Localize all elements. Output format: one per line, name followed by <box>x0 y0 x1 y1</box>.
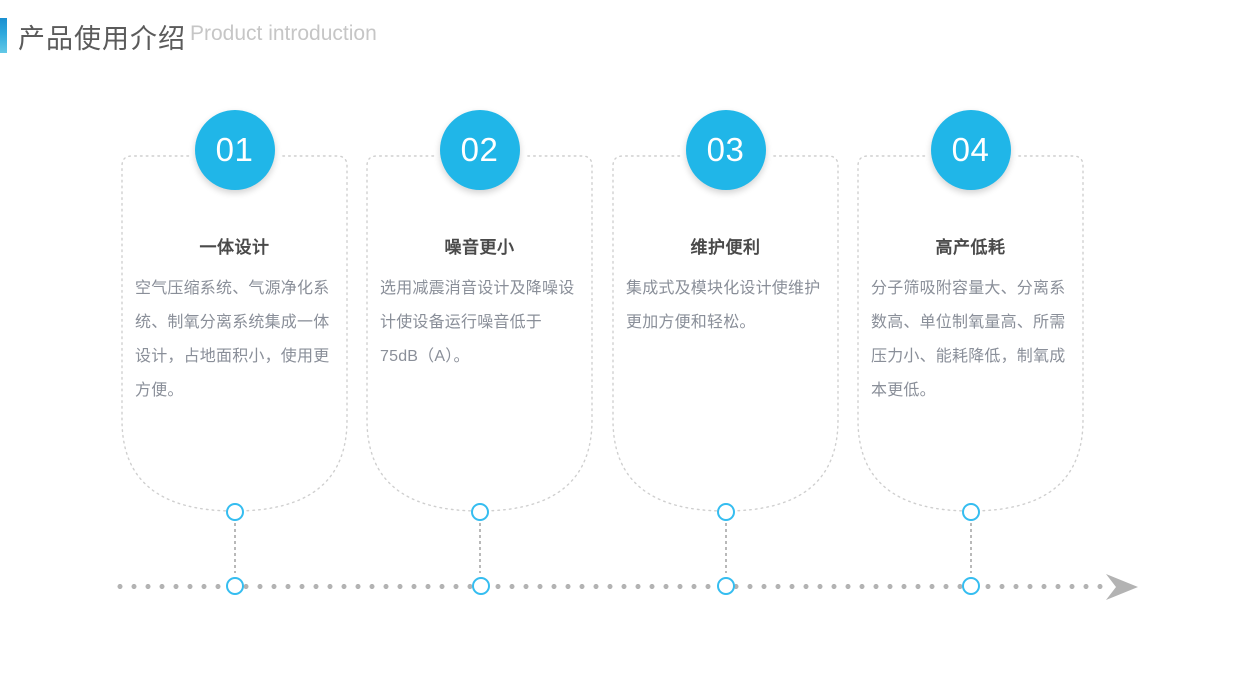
card-title: 噪音更小 <box>444 238 515 257</box>
card-number-badge[interactable]: 03 <box>685 110 766 190</box>
timeline-dotted-track <box>113 584 1108 589</box>
card-connector-line <box>478 523 481 573</box>
card-node-ring-icon[interactable] <box>470 503 489 521</box>
card-body-text: 空气压缩系统、气源净化系统、制氧分离系统集成一体设计，占地面积小，使用更方便。 <box>135 280 330 399</box>
card-number-badge[interactable]: 01 <box>194 110 275 190</box>
timeline <box>0 572 1242 612</box>
feature-card[interactable]: 03 维护便利集成式及模块化设计使维护更加方便和轻松。 <box>612 110 839 573</box>
card-title: 高产低耗 <box>935 238 1006 257</box>
card-body-text: 分子筛吸附容量大、分离系数高、单位制氧量高、所需压力小、能耗降低，制氧成本更低。 <box>871 280 1066 399</box>
card-connector-line <box>969 523 972 573</box>
card-node-ring-icon[interactable] <box>716 503 735 521</box>
timeline-node-ring-icon[interactable] <box>717 577 735 595</box>
page-header: 产品使用介绍 Product introduction <box>0 0 1242 70</box>
card-number-badge[interactable]: 02 <box>439 110 520 190</box>
header-accent-bar <box>0 18 7 53</box>
page-title-en: Product introduction <box>190 22 377 45</box>
arrow-right-icon <box>1102 573 1142 601</box>
card-node-ring-icon[interactable] <box>961 503 980 521</box>
feature-card[interactable]: 01 一体设计空气压缩系统、气源净化系统、制氧分离系统集成一体设计，占地面积小，使… <box>121 110 348 573</box>
card-title: 一体设计 <box>199 238 270 257</box>
card-connector-line <box>724 523 727 573</box>
feature-card[interactable]: 02 噪音更小选用减震消音设计及降噪设计使设备运行噪音低于75dB（A）。 <box>366 110 593 573</box>
card-node-ring-icon[interactable] <box>225 503 244 521</box>
feature-card[interactable]: 04 高产低耗分子筛吸附容量大、分离系数高、单位制氧量高、所需压力小、能耗降低，制… <box>857 110 1084 573</box>
timeline-node-ring-icon[interactable] <box>962 577 980 595</box>
page-title-cn: 产品使用介绍 <box>18 24 186 54</box>
card-body-text: 集成式及模块化设计使维护更加方便和轻松。 <box>626 280 821 331</box>
card-connector-line <box>233 523 236 573</box>
card-title: 维护便利 <box>690 238 761 257</box>
card-number-badge[interactable]: 04 <box>930 110 1011 190</box>
card-body-text: 选用减震消音设计及降噪设计使设备运行噪音低于75dB（A）。 <box>380 280 575 365</box>
timeline-node-ring-icon[interactable] <box>472 577 490 595</box>
timeline-node-ring-icon[interactable] <box>226 577 244 595</box>
